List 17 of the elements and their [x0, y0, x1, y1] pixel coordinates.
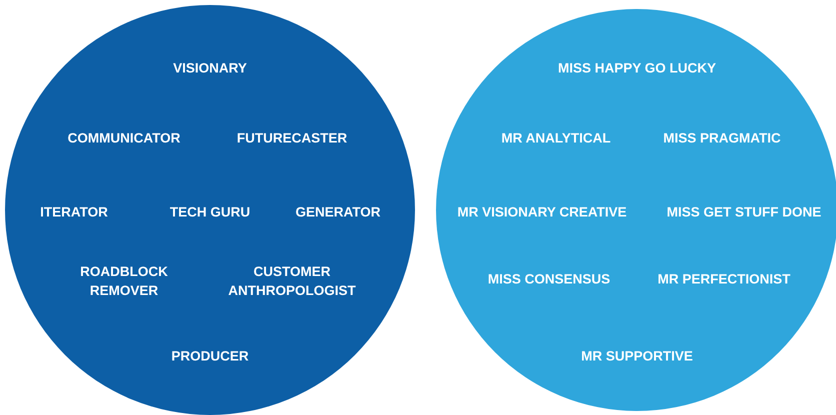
- role-label: MR ANALYTICAL: [501, 130, 611, 148]
- role-label: PRODUCER: [171, 348, 249, 366]
- role-label: ROADBLOCK REMOVER: [79, 263, 169, 300]
- role-label: MR SUPPORTIVE: [581, 348, 693, 366]
- role-label: MISS GET STUFF DONE: [666, 204, 822, 222]
- role-label: MR VISIONARY CREATIVE: [457, 204, 627, 222]
- role-label: TECH GURU: [170, 204, 250, 222]
- role-label: MISS CONSENSUS: [488, 270, 610, 288]
- role-label: ITERATOR: [40, 204, 108, 222]
- role-label: COMMUNICATOR: [68, 130, 180, 148]
- role-label: GENERATOR: [296, 204, 380, 222]
- role-label: MISS HAPPY GO LUCKY: [558, 60, 716, 78]
- role-label: FUTURECASTER: [236, 130, 348, 148]
- role-label: MR PERFECTIONIST: [658, 270, 790, 288]
- role-label: CUSTOMER ANTHROPOLOGIST: [227, 263, 357, 300]
- role-label: MISS PRAGMATIC: [663, 130, 781, 148]
- role-label: VISIONARY: [173, 60, 247, 78]
